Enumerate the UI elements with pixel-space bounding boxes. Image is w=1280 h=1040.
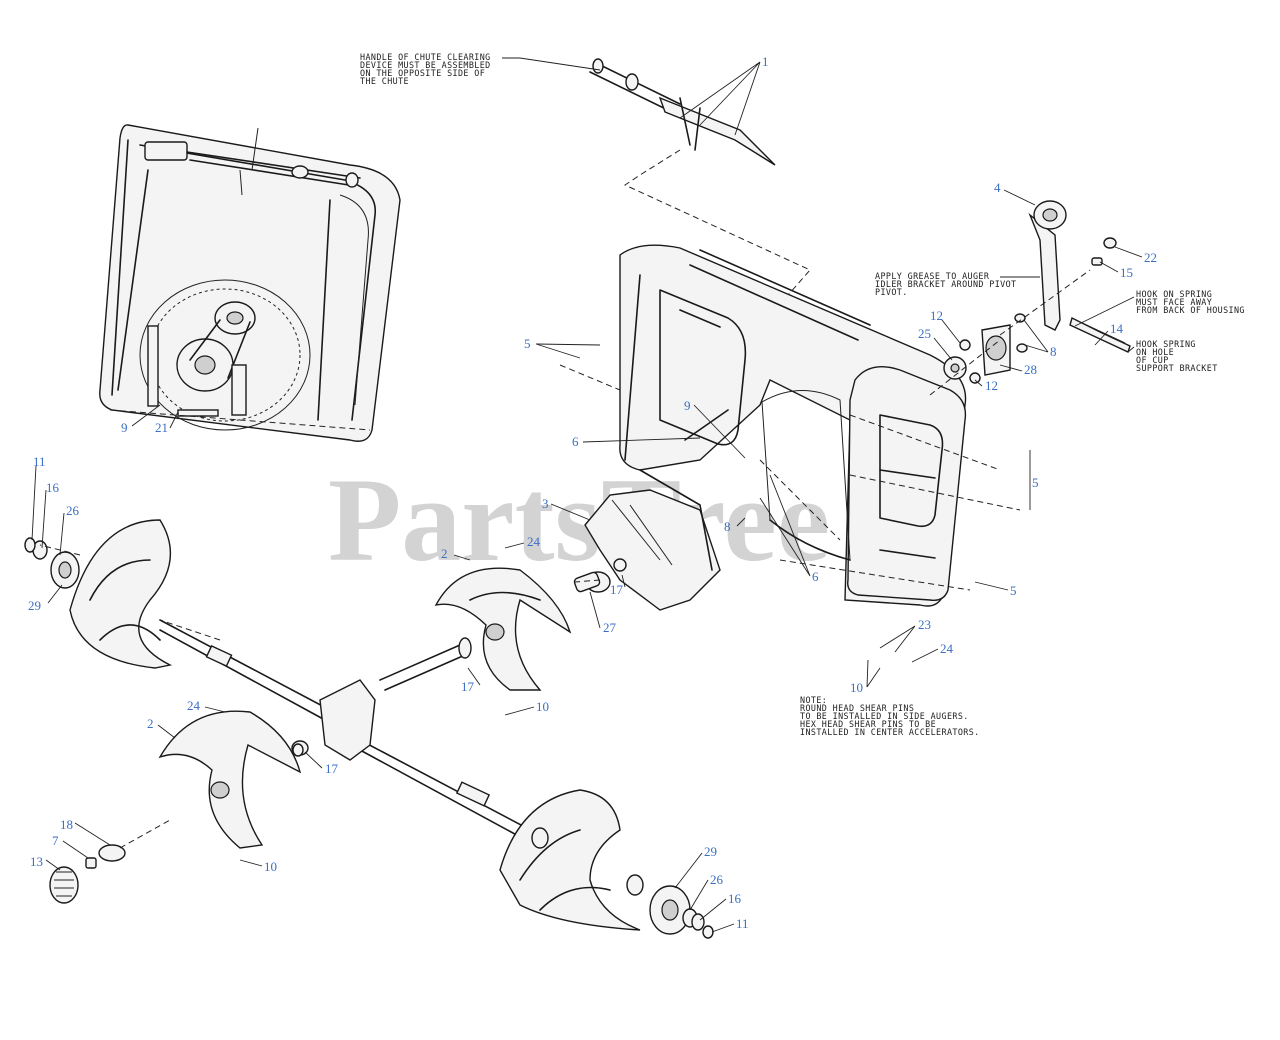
accelerator-upper — [434, 567, 572, 691]
bushings — [292, 571, 601, 757]
svg-text:HANDLE OF CHUTE CLEARING: HANDLE OF CHUTE CLEARING — [360, 52, 491, 62]
callout-14: 14 — [1110, 321, 1124, 336]
drain-plug-hardware — [49, 819, 171, 904]
callout-29-right: 29 — [704, 844, 717, 859]
svg-text:HOOK ON SPRING: HOOK ON SPRING — [1136, 289, 1212, 299]
side-auger-right-bottom — [499, 789, 644, 931]
callout-17-mid: 17 — [461, 679, 475, 694]
note-shear-pins: NOTE: ROUND HEAD SHEAR PINS TO BE INSTAL… — [800, 695, 980, 737]
auger-cup-part — [584, 469, 721, 611]
svg-text:ON THE OPPOSITE SIDE OF: ON THE OPPOSITE SIDE OF — [360, 68, 485, 78]
callout-3: 3 — [542, 496, 549, 511]
callout-7: 7 — [52, 833, 59, 848]
callout-25: 25 — [918, 326, 931, 341]
callout-15: 15 — [1120, 265, 1133, 280]
callout-1: 1 — [762, 54, 769, 69]
side-auger-left-top — [24, 519, 173, 669]
callout-24-lower: 24 — [187, 698, 201, 713]
callout-16-right: 16 — [728, 891, 742, 906]
chute-clearing-device — [589, 58, 811, 311]
callout-10-right: 10 — [850, 680, 863, 695]
watermark-text: PartsTree — [328, 453, 830, 586]
callout-8-upper: 8 — [1050, 344, 1057, 359]
callout-17-upper: 17 — [610, 582, 624, 597]
callout-17-lower: 17 — [325, 761, 339, 776]
callout-28: 28 — [1024, 362, 1037, 377]
callout-23: 23 — [918, 617, 931, 632]
callout-4: 4 — [994, 180, 1001, 195]
callout-26-left: 26 — [66, 503, 80, 518]
note-hook-hole: HOOK SPRING ON HOLE OF CUP SUPPORT BRACK… — [1127, 339, 1218, 373]
explosion-lines — [39, 364, 1021, 641]
auger-shaft-assembly — [159, 619, 541, 846]
accelerator-lower — [158, 710, 302, 849]
svg-text:PIVOT.: PIVOT. — [875, 287, 908, 297]
callout-29-left: 29 — [28, 598, 41, 613]
callouts: 1 4 22 15 14 8 12 25 28 12 5 9 6 3 8 6 5 — [28, 54, 1157, 933]
callout-10-lower: 10 — [264, 859, 277, 874]
svg-text:HEX HEAD SHEAR PINS TO BE: HEX HEAD SHEAR PINS TO BE — [800, 719, 936, 729]
callout-12-upper: 12 — [930, 308, 943, 323]
callout-5-right-upper: 5 — [1032, 475, 1039, 490]
svg-text:ROUND HEAD SHEAR PINS: ROUND HEAD SHEAR PINS — [800, 703, 914, 713]
callout-10-mid: 10 — [536, 699, 549, 714]
svg-text:IDLER BRACKET AROUND PIVOT: IDLER BRACKET AROUND PIVOT — [875, 279, 1017, 289]
callout-9-assembled: 9 — [121, 420, 128, 435]
callout-6-lower: 6 — [812, 569, 819, 584]
callout-16-left: 16 — [46, 480, 60, 495]
note-chute-handle: HANDLE OF CHUTE CLEARING DEVICE MUST BE … — [360, 52, 601, 86]
svg-text:THE CHUTE: THE CHUTE — [360, 76, 409, 86]
callout-24-upper: 24 — [527, 534, 541, 549]
auger-idler-bracket — [929, 200, 1131, 396]
svg-text:ON HOLE: ON HOLE — [1136, 347, 1174, 357]
callout-12-lower: 12 — [985, 378, 998, 393]
bearing-hub-right — [649, 885, 714, 939]
callout-2-lower: 2 — [147, 716, 154, 731]
callout-11-right: 11 — [736, 916, 749, 931]
exploded-housing — [619, 244, 967, 607]
callout-27: 27 — [603, 620, 617, 635]
svg-text:SUPPORT BRACKET: SUPPORT BRACKET — [1136, 363, 1218, 373]
svg-text:INSTALLED IN CENTER ACCELERATO: INSTALLED IN CENTER ACCELERATORS. — [800, 727, 980, 737]
svg-text:MUST FACE AWAY: MUST FACE AWAY — [1136, 297, 1212, 307]
svg-text:APPLY GREASE TO AUGER: APPLY GREASE TO AUGER — [875, 271, 990, 281]
callout-13: 13 — [30, 854, 43, 869]
svg-text:DEVICE MUST BE ASSEMBLED: DEVICE MUST BE ASSEMBLED — [360, 60, 491, 70]
note-hook-face: HOOK ON SPRING MUST FACE AWAY FROM BACK … — [1074, 289, 1245, 327]
callout-2-upper: 2 — [441, 546, 448, 561]
note-grease: APPLY GREASE TO AUGER IDLER BRACKET AROU… — [875, 271, 1040, 297]
callout-24-right: 24 — [940, 641, 954, 656]
svg-text:NOTE:: NOTE: — [800, 695, 827, 705]
callout-18: 18 — [60, 817, 73, 832]
callout-6-upper: 6 — [572, 434, 579, 449]
callout-5-left: 5 — [524, 336, 531, 351]
callout-5-right-lower: 5 — [1010, 583, 1017, 598]
svg-text:FROM BACK OF HOUSING: FROM BACK OF HOUSING — [1136, 305, 1245, 315]
svg-text:HOOK SPRING: HOOK SPRING — [1136, 339, 1196, 349]
callout-22: 22 — [1144, 250, 1157, 265]
assembled-housing-view — [99, 124, 401, 442]
callout-9-housing: 9 — [684, 398, 691, 413]
callout-8-lower: 8 — [724, 519, 731, 534]
callout-11-left: 11 — [33, 454, 46, 469]
svg-text:TO BE INSTALLED IN SIDE AUGERS: TO BE INSTALLED IN SIDE AUGERS. — [800, 711, 969, 721]
callout-21: 21 — [155, 420, 168, 435]
svg-text:OF CUP: OF CUP — [1136, 355, 1169, 365]
callout-26-right: 26 — [710, 872, 724, 887]
